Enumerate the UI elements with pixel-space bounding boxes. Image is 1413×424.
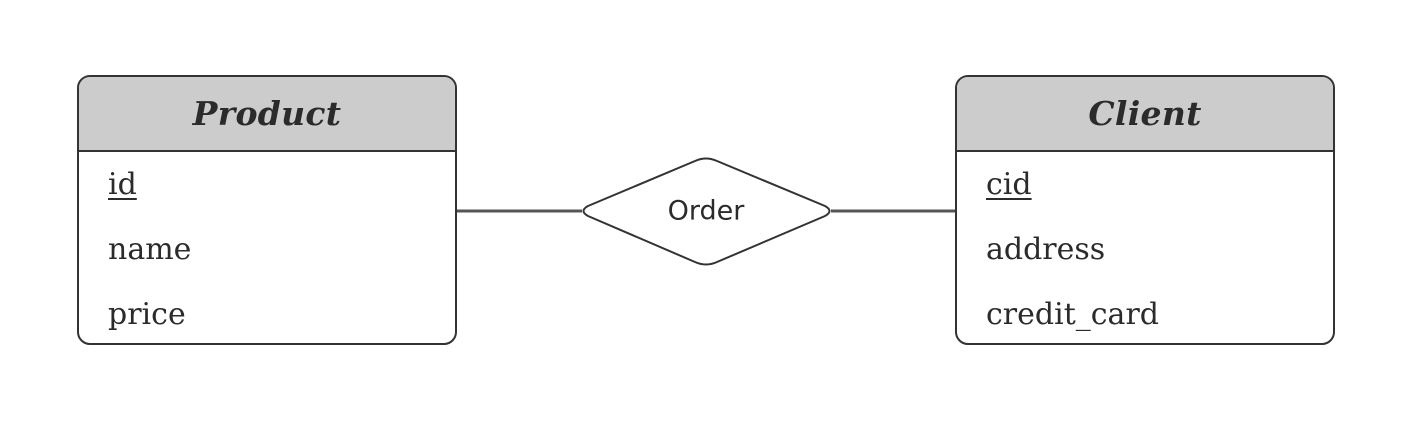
attribute-list: id name price xyxy=(79,152,455,343)
relationship-label: Order xyxy=(668,196,746,227)
attribute: address xyxy=(986,232,1106,267)
attribute-primary-key: cid xyxy=(986,167,1032,202)
entity-title: Client xyxy=(1088,94,1202,133)
entity-product[interactable]: Product id name price xyxy=(77,75,457,345)
entity-header: Product xyxy=(79,77,455,152)
entity-title: Product xyxy=(192,94,342,133)
attribute: name xyxy=(108,232,192,267)
entity-client[interactable]: Client cid address credit_card xyxy=(955,75,1335,345)
entity-header: Client xyxy=(957,77,1333,152)
attribute: credit_card xyxy=(986,297,1159,332)
relationship-diamond xyxy=(582,157,831,266)
attribute: price xyxy=(108,297,186,332)
relationship-order[interactable]: Order xyxy=(582,157,831,266)
attribute-list: cid address credit_card xyxy=(957,152,1333,343)
attribute-primary-key: id xyxy=(108,167,137,202)
